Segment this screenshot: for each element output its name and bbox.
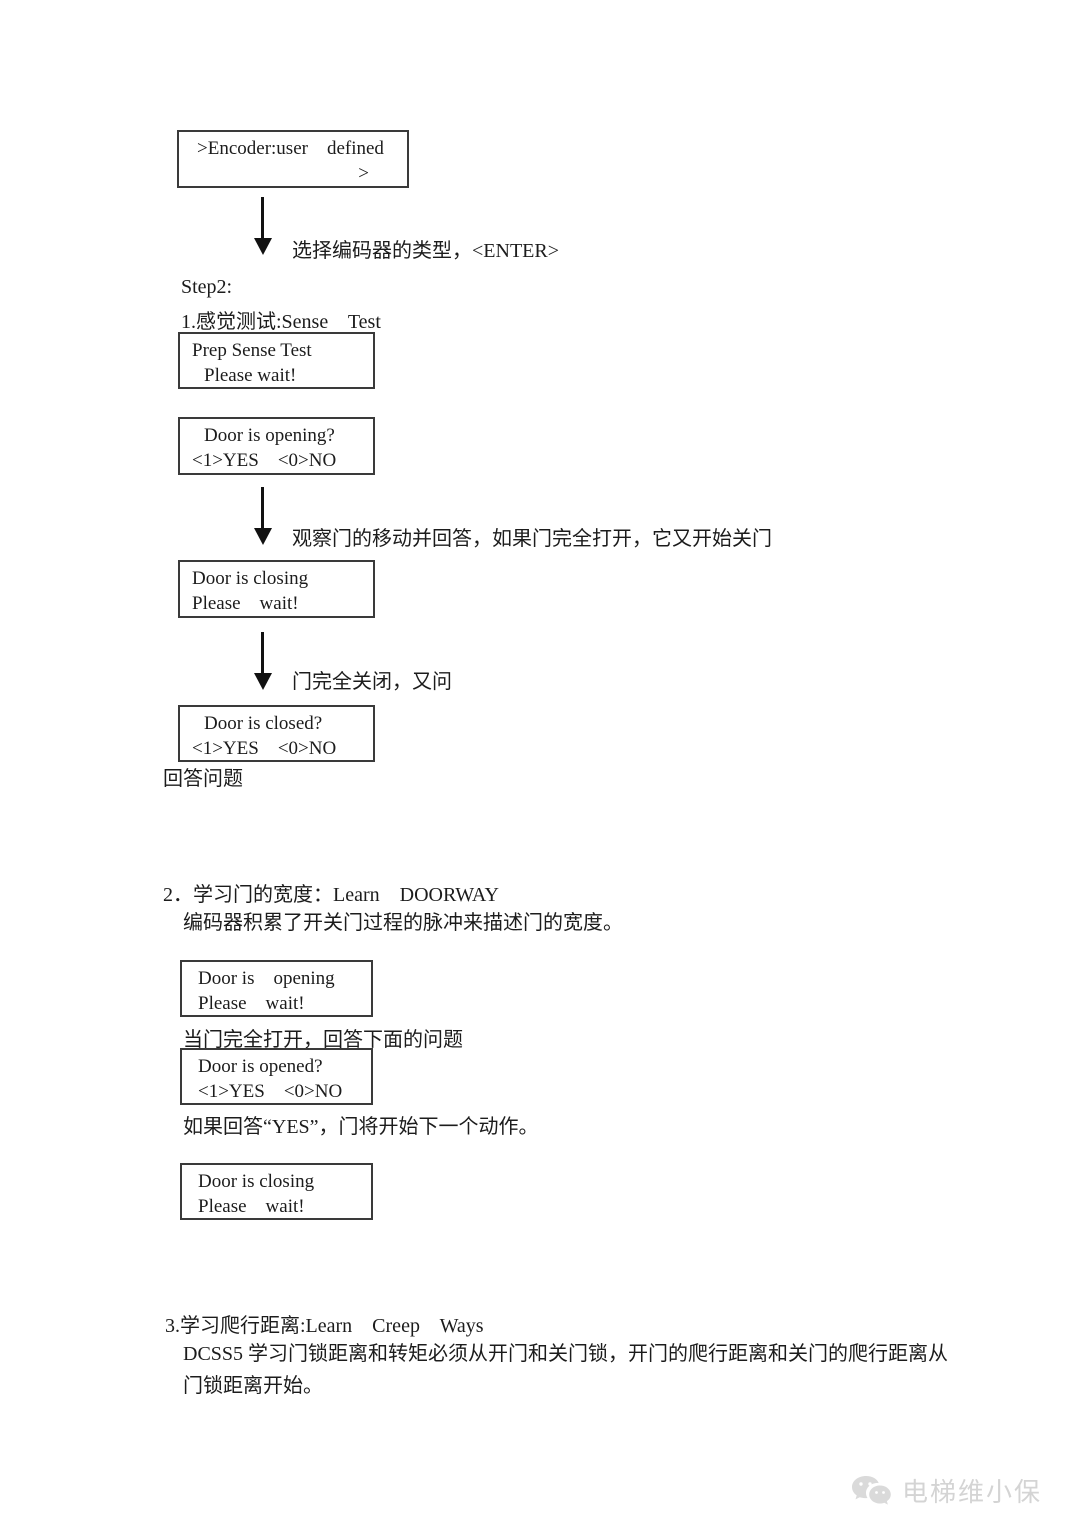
lcd-line: Door is opening bbox=[198, 968, 335, 989]
watermark: 电梯维小保 bbox=[850, 1472, 1042, 1509]
lcd-door-closing-box: Door is closing Please wait! bbox=[178, 560, 375, 618]
door-open-note: 当门完全打开，回答下面的问题 bbox=[183, 1029, 463, 1051]
lcd-line: > bbox=[358, 163, 369, 184]
lcd-door-closing-box: Door is closing Please wait! bbox=[180, 1163, 373, 1220]
lcd-line: Door is closing bbox=[198, 1171, 315, 1192]
wechat-icon bbox=[850, 1473, 894, 1509]
flow-arrow-down-icon bbox=[261, 632, 264, 674]
answer-yes-note: 如果回答“YES”，门将开始下一个动作。 bbox=[183, 1116, 539, 1138]
section2-desc: 编码器积累了开关门过程的脉冲来描述门的宽度。 bbox=[183, 912, 623, 934]
watermark-text: 电梯维小保 bbox=[902, 1478, 1043, 1507]
flow-arrow-down-icon bbox=[261, 487, 264, 529]
lcd-line: <1>YES <0>NO bbox=[198, 1081, 343, 1102]
lcd-door-opening-box: Door is opening Please wait! bbox=[180, 960, 373, 1017]
section3-title: 3.学习爬行距离:Learn Creep Ways bbox=[165, 1315, 484, 1337]
lcd-encoder-box: >Encoder:user defined > bbox=[177, 130, 409, 188]
lcd-line: Please wait! bbox=[204, 365, 297, 386]
lcd-prep-sense-box: Prep Sense Test Please wait! bbox=[178, 332, 375, 389]
lcd-door-closed-question-box: Door is closed? <1>YES <0>NO bbox=[178, 705, 375, 762]
lcd-line: <1>YES <0>NO bbox=[192, 450, 337, 471]
section1-title: 1.感觉测试:Sense Test bbox=[181, 311, 381, 333]
lcd-line: <1>YES <0>NO bbox=[192, 738, 337, 759]
lcd-line: Door is closing bbox=[192, 568, 309, 589]
lcd-line: Door is opened? bbox=[198, 1056, 323, 1077]
arrow1-label: 选择编码器的类型，<ENTER> bbox=[292, 240, 559, 262]
lcd-line: Please wait! bbox=[198, 993, 305, 1014]
step2-label: Step2: bbox=[181, 276, 233, 298]
lcd-door-opening-question-box: Door is opening? <1>YES <0>NO bbox=[178, 417, 375, 475]
answer-question-note: 回答问题 bbox=[163, 768, 243, 790]
lcd-door-opened-question-box: Door is opened? <1>YES <0>NO bbox=[180, 1048, 373, 1105]
section3-desc-line2: 门锁距离开始。 bbox=[183, 1375, 323, 1397]
flow-arrow-down-icon bbox=[261, 197, 264, 239]
lcd-line: Please wait! bbox=[198, 1196, 305, 1217]
lcd-line: Please wait! bbox=[192, 593, 299, 614]
arrow3-label: 门完全关闭，又问 bbox=[292, 671, 452, 693]
section2-title: 2．学习门的宽度：Learn DOORWAY bbox=[163, 884, 499, 906]
lcd-line: Door is opening? bbox=[204, 425, 335, 446]
lcd-line: Prep Sense Test bbox=[192, 340, 312, 361]
section3-desc-line1: DCSS5 学习门锁距离和转矩必须从开门和关门锁，开门的爬行距离和关门的爬行距离… bbox=[183, 1343, 949, 1365]
arrow2-label: 观察门的移动并回答，如果门完全打开，它又开始关门 bbox=[292, 528, 772, 550]
lcd-line: >Encoder:user defined bbox=[197, 138, 384, 159]
lcd-line: Door is closed? bbox=[204, 713, 323, 734]
